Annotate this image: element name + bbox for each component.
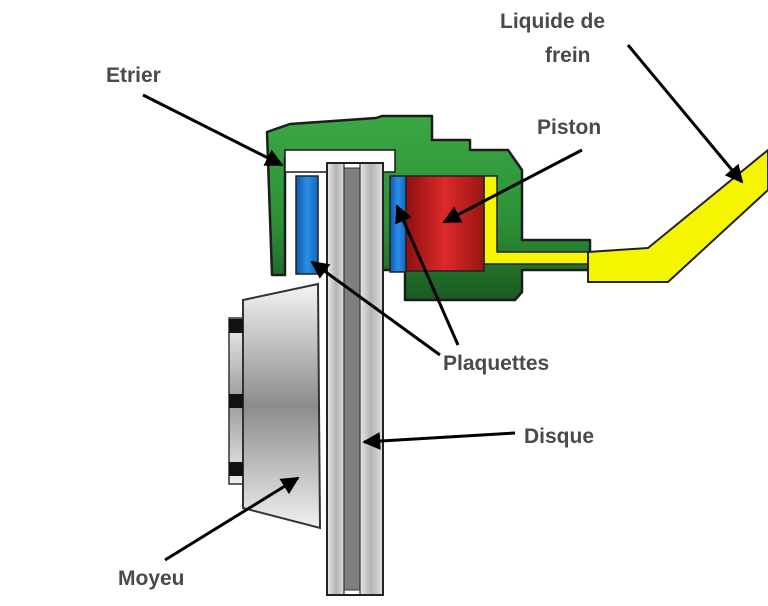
label-moyeu: Moyeu <box>118 567 185 590</box>
arrow-plaquette-left <box>310 260 441 357</box>
hub-bolt-middle <box>229 394 243 408</box>
disc-face-right <box>360 164 382 594</box>
arrow-moyeu <box>164 476 300 562</box>
arrow-etrier <box>142 93 284 167</box>
label-disque: Disque <box>524 425 594 448</box>
pad-left <box>295 175 319 275</box>
disc-core <box>343 167 361 591</box>
arrow-disque <box>362 431 516 451</box>
label-etrier: Etrier <box>106 64 161 87</box>
label-liquide-line1: Liquide de <box>500 10 605 33</box>
arrow-plaquette-right <box>395 204 460 346</box>
hub <box>228 282 322 530</box>
hub-bolt-top <box>229 319 243 333</box>
hub-bolt-bottom <box>229 462 243 476</box>
disc <box>326 162 384 596</box>
brake-fluid-line <box>483 149 768 283</box>
leader-arrows <box>142 44 744 562</box>
disc-face-left <box>328 164 344 594</box>
hub-body <box>242 282 322 530</box>
arrow-liquide <box>626 44 744 184</box>
label-liquide-line2: frein <box>545 44 591 67</box>
arrow-piston <box>442 148 583 224</box>
label-piston: Piston <box>537 116 601 139</box>
label-plaquettes: Plaquettes <box>443 352 549 375</box>
fluid-pipe <box>587 149 768 283</box>
